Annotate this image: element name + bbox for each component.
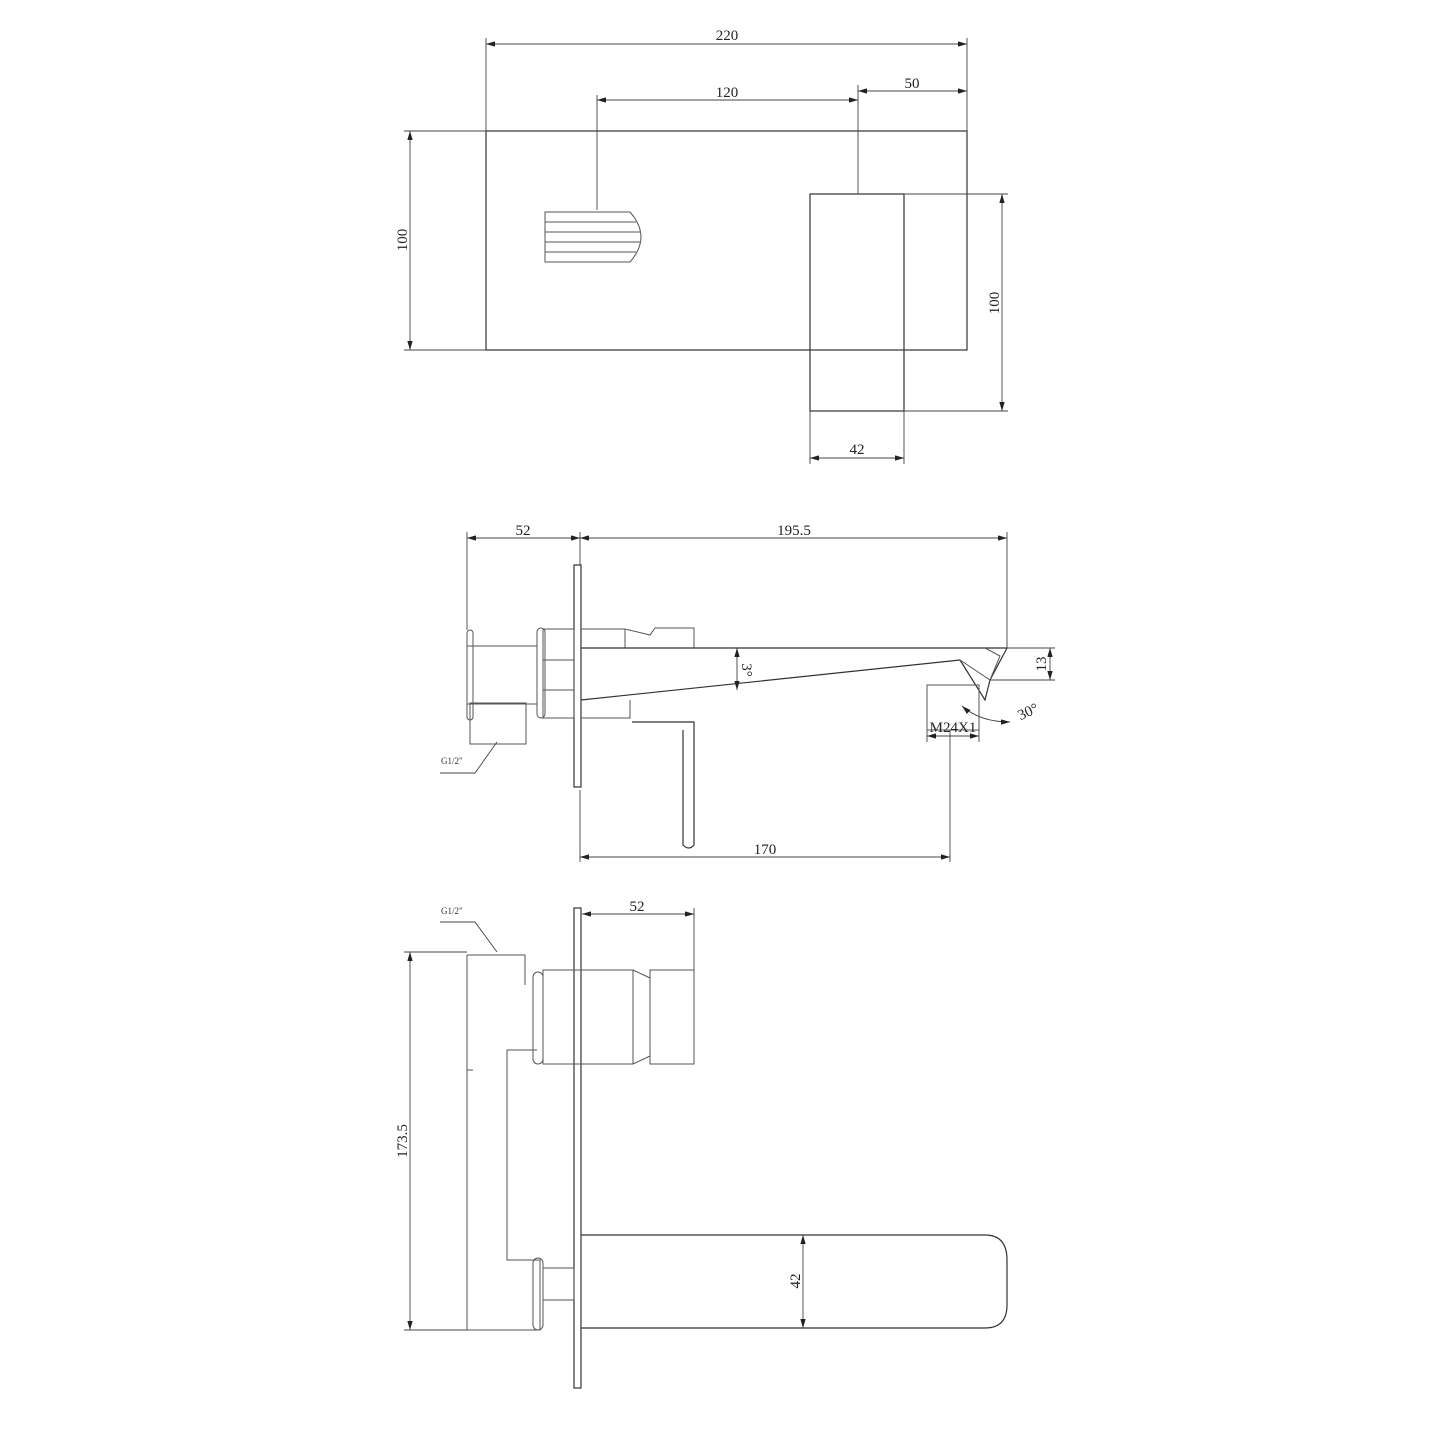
dimension-spout-to-edge: 50 [905, 76, 920, 92]
dimension-body-depth: 52 [516, 523, 531, 539]
dimension-outlet-reach: 170 [754, 842, 777, 858]
front-view: 220 120 50 100 100 42 [395, 28, 1008, 464]
dimension-spout-angle: 3° [738, 663, 754, 677]
inlet-thread-label: G1/2" [441, 756, 463, 766]
dimension-handle-depth: 52 [630, 899, 645, 915]
dimension-spout-height: 100 [987, 292, 1003, 315]
dimension-body-height: 173.5 [395, 1124, 411, 1158]
valve-body-bottom [466, 954, 695, 1331]
side-view: 52 195.5 3° 13 M24X1 30° G1/2" 170 [440, 523, 1055, 862]
lever-handle [632, 721, 695, 849]
dimension-spout-projection: 195.5 [777, 523, 811, 539]
dimension-overall-width: 220 [716, 28, 739, 44]
dimension-spout-width-plan: 42 [788, 1274, 804, 1289]
inlet-thread-label-bottom: G1/2" [441, 906, 463, 916]
spout-outline [809, 193, 905, 412]
backplate-outline [485, 130, 968, 351]
spout-side [580, 647, 1008, 731]
aerator-thread-label: M24X1 [930, 720, 977, 736]
outlet-angle-label: 30° [1015, 701, 1041, 724]
dimension-spout-width: 42 [850, 442, 865, 458]
dimension-plate-height: 100 [395, 229, 411, 252]
inlet-leader-line-bottom [440, 921, 498, 953]
inlet-leader-line [440, 741, 498, 774]
dimension-outlet-height: 13 [1034, 657, 1050, 672]
top-plan-view: 52 173.5 G1/2" 42 [395, 899, 1008, 1389]
valve-body [466, 627, 695, 745]
dimension-spout-offset: 120 [716, 85, 739, 101]
wall-plate [573, 564, 582, 788]
wall-plate-bottom [573, 907, 582, 1389]
handle-outline [544, 211, 642, 263]
spout-plan [581, 1234, 1008, 1329]
